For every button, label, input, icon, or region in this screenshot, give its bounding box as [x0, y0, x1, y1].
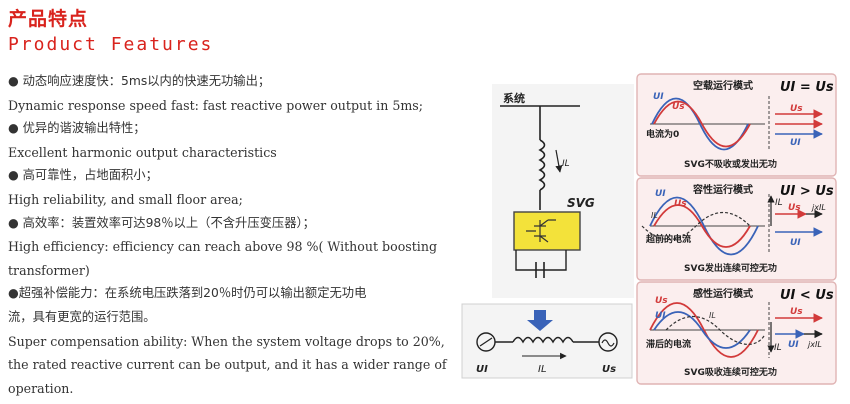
- panel-3-mode-title: 感性运行模式: [693, 287, 753, 300]
- panel-2-mode-title: 容性运行模式: [692, 183, 753, 196]
- feature-3-zh: ● 高可靠性，占地面积小；: [8, 168, 158, 183]
- panel-3-arrow-il-label: IL: [774, 343, 782, 353]
- circuit-diagram: 系统 IL SVG: [492, 84, 634, 298]
- down-arrow-icon: [527, 310, 553, 331]
- inductor-icon: [538, 139, 546, 191]
- panel-3-caption: SVG吸收连续可控无功: [684, 366, 777, 378]
- panel-3-wave-il: [665, 316, 765, 345]
- panel-1-mode-title: 空载运行模式: [693, 79, 753, 92]
- panel-1-ui-label: UI: [653, 92, 664, 102]
- panel-no-load: 空载运行模式 UI = Us UI Us 电流为0 Us UI SVG不吸收或发…: [636, 73, 837, 177]
- feature-3-en: High reliability, and small floor area;: [8, 191, 243, 207]
- panel-3-us-label: Us: [655, 296, 668, 306]
- line-ui-label: UI: [476, 364, 488, 375]
- igbt-icon: [526, 219, 556, 243]
- panel-3-arrow-us-label: Us: [790, 307, 803, 317]
- panel-2-ui-label: UI: [655, 189, 666, 199]
- svg-label: SVG: [567, 196, 595, 210]
- panel-2-relation: UI > Us: [780, 184, 834, 199]
- panel-2-arrow-il-label: IL: [775, 198, 783, 208]
- page-title-en: Product Features: [8, 34, 214, 55]
- panel-2-wave-us: [653, 204, 751, 248]
- panel-2-wave-ui: [649, 196, 759, 256]
- panel-1-caption: SVG不吸收或发出无功: [684, 158, 777, 170]
- panel-3-ui-label: UI: [655, 311, 666, 321]
- line-us-label: Us: [602, 364, 616, 375]
- feature-5-en-2: the rated reactive current can be output…: [8, 357, 447, 373]
- line-diagram: UI IL Us: [461, 303, 633, 379]
- panel-3-wave-us: [649, 302, 759, 358]
- panel-2-arrow-us-label: Us: [788, 203, 801, 213]
- panel-1-annotation: 电流为0: [646, 128, 679, 140]
- panel-1-wave-ui: [651, 97, 749, 151]
- panel-2-jx-label: jxIL: [811, 203, 826, 212]
- feature-5-zh-1: ●超强补偿能力：在系统电压跌落到20％时仍可以输出额定无功电: [8, 286, 367, 301]
- svg-device-box: [513, 211, 581, 251]
- panel-2-us-label: Us: [674, 199, 687, 209]
- panel-2-il-label: IL: [651, 211, 658, 220]
- panel-1-arrow-us-label: Us: [790, 104, 803, 114]
- page-title-zh: 产品特点: [8, 8, 89, 30]
- feature-5-en-1: Super compensation ability: When the sys…: [8, 333, 445, 349]
- feature-2-en: Excellent harmonic output characteristic…: [8, 144, 277, 160]
- feature-1-en: Dynamic response speed fast: fast reacti…: [8, 97, 423, 113]
- feature-5-zh-2: 流，具有更宽的运行范围。: [8, 309, 156, 324]
- panel-inductive: 感性运行模式 UI < Us Us UI IL 滞后的电流 IL Us UI j…: [636, 281, 837, 385]
- feature-4-zh: ● 高效率：装置效率可达98％以上（不含升压变压器）；: [8, 215, 315, 230]
- panel-2-annotation: 超前的电流: [645, 233, 691, 245]
- feature-4-en-1: High efficiency: efficiency can reach ab…: [8, 239, 438, 255]
- circuit-il-label: IL: [562, 159, 570, 169]
- panel-1-us-label: Us: [672, 102, 685, 112]
- system-label: 系统: [503, 91, 525, 105]
- feature-1-zh: ● 动态响应速度快：5ms以内的快速无功输出；: [8, 74, 271, 88]
- feature-list: ● 动态响应速度快：5ms以内的快速无功输出； Dynamic response…: [8, 70, 448, 400]
- line-inductor-icon: [512, 336, 574, 344]
- panel-2-caption: SVG发出连续可控无功: [684, 262, 777, 274]
- feature-4-en-2: transformer): [8, 262, 90, 278]
- panel-3-annotation: 滞后的电流: [646, 338, 691, 350]
- panel-1-relation: UI = Us: [780, 80, 834, 95]
- panel-3-jx-label: jxIL: [807, 340, 822, 349]
- panel-2-arrow-ui-label: UI: [790, 238, 801, 248]
- feature-2-zh: ● 优异的谐波输出特性；: [8, 121, 146, 136]
- panel-1-wave-us: [653, 100, 751, 148]
- feature-5-en-3: operation.: [8, 380, 74, 396]
- panel-1-arrow-ui-label: UI: [790, 138, 801, 148]
- panel-3-arrow-ui-label: UI: [788, 340, 799, 350]
- panel-2-wave-il: [641, 212, 751, 240]
- panel-3-wave-ui: [653, 311, 751, 349]
- panel-capacitive: 容性运行模式 UI > Us UI Us IL 超前的电流 IL Us jxIL…: [636, 177, 837, 281]
- panel-3-relation: UI < Us: [780, 288, 834, 303]
- panel-3-il-label: IL: [709, 311, 716, 320]
- line-il-label: IL: [538, 364, 547, 375]
